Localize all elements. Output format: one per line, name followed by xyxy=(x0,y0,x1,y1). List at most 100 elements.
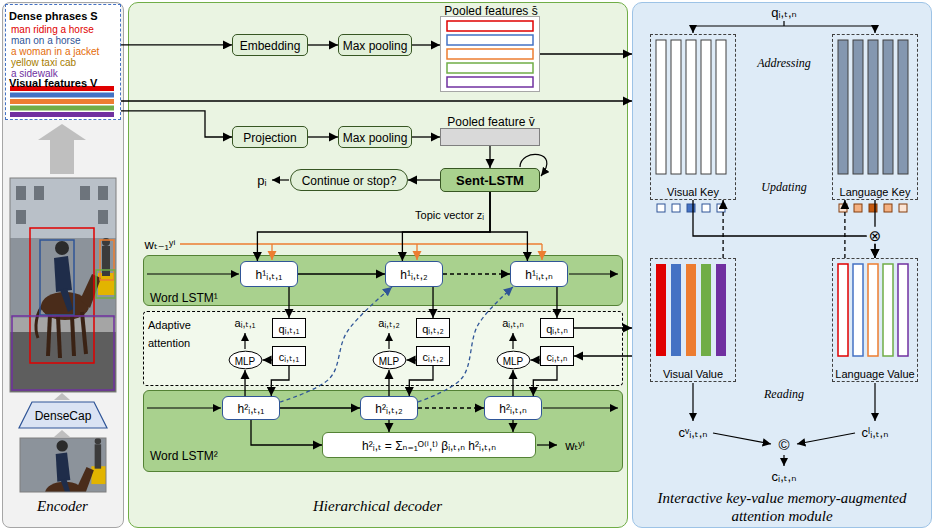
node-text: Pooled features s̄ xyxy=(444,4,537,18)
feature-bar: Pooled feature v̄ xyxy=(440,128,540,146)
connector xyxy=(288,287,289,318)
connector xyxy=(574,327,632,328)
node-text: qᵢ,ₜ,ₙ xyxy=(546,323,568,335)
node-text: cᵢ,ₜ,₂ xyxy=(423,351,444,363)
node-text: Visual Key xyxy=(667,186,719,198)
text-holder: Projection xyxy=(243,128,296,146)
text-holder: Adaptive attention xyxy=(148,315,220,352)
label-text: cᵛᵢ,ₜ,ₙ xyxy=(679,425,708,440)
label-holder: wₜ₋₁ʸⁱ xyxy=(145,235,176,253)
text-holder: Continue or stop? xyxy=(302,171,397,189)
lstm-band: Word LSTM¹h¹ᵢ,ₜ,₁h¹ᵢ,ₜ,₂h¹ᵢ,ₜ,ₙ xyxy=(143,255,623,306)
label-holder: cᵢ,ₜ,ₙ xyxy=(772,467,797,485)
label-holder: cˡᵢ,ₜ,ₙ xyxy=(862,423,889,441)
connector xyxy=(298,273,385,274)
wire xyxy=(512,333,513,349)
feature-bars xyxy=(10,112,114,117)
connector xyxy=(280,287,392,402)
connector xyxy=(443,273,510,274)
label-text: aᵢ,ₜ,ₙ xyxy=(502,317,524,329)
key-bars xyxy=(883,40,893,174)
connector xyxy=(409,366,433,396)
connector xyxy=(412,44,440,45)
text-holder: Sent-LSTM xyxy=(456,171,524,189)
key-bars xyxy=(656,40,908,174)
value-bars xyxy=(838,264,848,356)
connector xyxy=(722,200,723,258)
memory-wire xyxy=(783,455,784,466)
attention-weights xyxy=(717,204,725,212)
connector xyxy=(257,192,490,261)
memory-wire xyxy=(693,21,875,26)
input-photo xyxy=(20,389,106,530)
node-text: Max pooling xyxy=(343,131,408,145)
label-holder: Addressing xyxy=(757,53,811,71)
query-box: qᵢ,ₜ,₂ xyxy=(416,318,450,338)
encoder-photo xyxy=(96,270,115,298)
node-text: h¹ᵢ,ₜ,ₙ xyxy=(525,268,553,282)
flow-arrow xyxy=(54,430,70,437)
node-text: Language Key xyxy=(840,186,911,198)
label-text: © xyxy=(778,436,789,453)
connector xyxy=(531,359,541,360)
key-bars xyxy=(853,40,863,174)
wire xyxy=(147,273,239,274)
value-bars xyxy=(898,264,908,356)
text-holder: Word LSTM¹ xyxy=(150,288,218,306)
node-text: qᵢ,ₜ,₂ xyxy=(422,323,443,335)
value-bars xyxy=(868,264,878,356)
key-bars xyxy=(686,40,696,174)
text-holder: Max pooling xyxy=(343,128,408,146)
label-text: pᵢ xyxy=(257,173,266,188)
decoder-panel: Hierarchical decoderEmbeddingMax pooling… xyxy=(128,2,628,528)
attention-weights xyxy=(672,204,680,212)
node-text: Dense phrases S xyxy=(9,10,98,22)
label-holder: wₜʸⁱ xyxy=(565,436,585,454)
memory-wire xyxy=(713,433,771,444)
value-bars xyxy=(883,264,893,356)
context-box: cᵢ,ₜ,ₙ xyxy=(540,346,574,366)
feature-bars xyxy=(10,106,114,111)
label-holder: Topic vector zᵢ xyxy=(415,205,484,223)
attention-weights xyxy=(657,204,907,212)
connector xyxy=(418,287,513,402)
text-holder: Pooled feature v̄ xyxy=(441,112,541,130)
text-holder: Visual Value xyxy=(651,364,735,382)
text-holder: Interactive key-value memory-augmented a… xyxy=(643,489,921,526)
connector xyxy=(121,111,232,137)
node-text: Interactive key-value memory-augmented a… xyxy=(657,490,906,524)
encoder-photo xyxy=(10,178,116,392)
wire xyxy=(388,333,389,349)
connector xyxy=(280,407,360,408)
label-holder: Reading xyxy=(764,384,804,402)
connector xyxy=(271,366,289,396)
key-bars xyxy=(898,40,908,174)
word-input-wire xyxy=(271,244,272,260)
node-text: Max pooling xyxy=(343,39,408,53)
label-text: Topic vector zᵢ xyxy=(415,209,484,221)
wire xyxy=(520,154,547,176)
encoder-photo xyxy=(10,178,116,392)
node-text: Visual features V xyxy=(9,77,97,89)
text-holder: h²ᵢ,ₜ,₂ xyxy=(375,399,402,417)
memory-wire xyxy=(797,433,855,444)
value-bars xyxy=(853,264,863,356)
word-input-wire xyxy=(180,243,542,244)
value-bars xyxy=(686,264,696,356)
text-holder: Visual Key xyxy=(651,182,735,200)
process-box: Max pooling xyxy=(338,34,412,56)
feature-bars xyxy=(10,86,114,117)
pooled-bars xyxy=(447,21,533,87)
node-text: MLP xyxy=(503,356,524,367)
wire xyxy=(244,333,245,349)
wire xyxy=(569,273,618,274)
node-text: h²ᵢ,ₜ,₂ xyxy=(375,402,402,416)
node-text: Pooled feature v̄ xyxy=(447,115,534,129)
text-holder: Embedding xyxy=(240,36,301,54)
label-holder: aᵢ,ₜ,₁ xyxy=(235,313,256,331)
attention-weights xyxy=(884,204,892,212)
text-holder: cᵢ,ₜ,₂ xyxy=(423,347,444,365)
node-text: Continue or stop? xyxy=(302,174,397,188)
node-text: Hierarchical decoder xyxy=(313,498,442,514)
connector xyxy=(308,136,338,137)
